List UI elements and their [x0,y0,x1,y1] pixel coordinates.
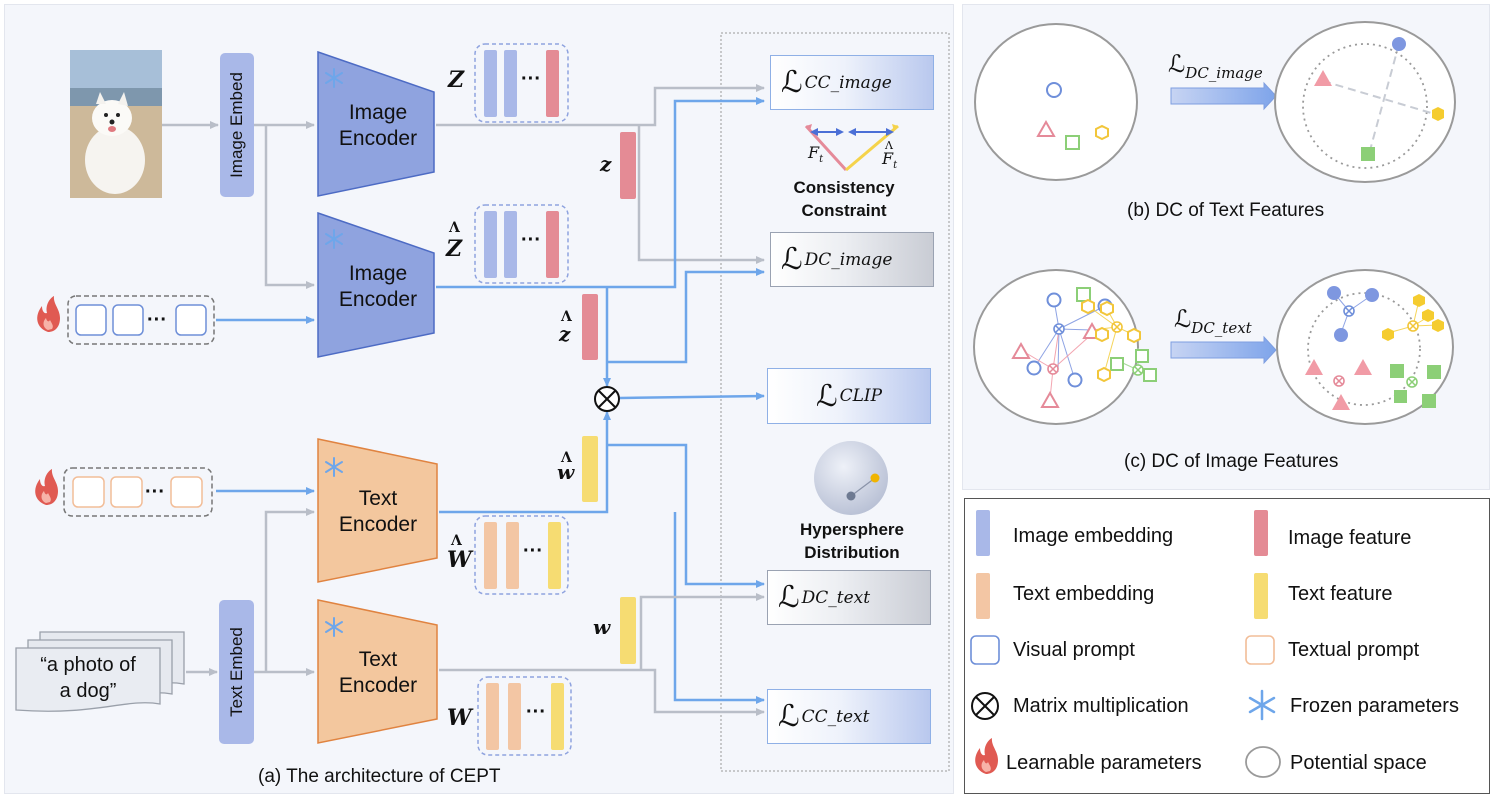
loss-subscript: DC_text [1191,318,1252,337]
legend-icons [970,510,1281,778]
loss-subscript: CLIP [839,386,883,406]
f-letter: F [882,149,894,168]
legend-frozen-parameters: Frozen parameters [1290,695,1459,717]
legend-matrix-multiplication: Matrix multiplication [1013,695,1189,717]
legend [964,498,1490,794]
loss-symbol: ℒ [1168,50,1186,78]
text-encoder-1-label: Text Encoder [338,487,418,536]
legend-learnable-parameters: Learnable parameters [1006,752,1202,774]
loss-subscript: CC_image [804,72,892,93]
ellipsis: ··· [521,68,541,90]
image-encoder-2-label: Image Encoder [338,262,418,311]
text-embedding-swatch [976,573,990,619]
flame-icon [37,296,60,332]
legend-text-feature: Text feature [1288,583,1393,605]
text-embed-label: Text Embed [226,627,246,717]
loss-symbol: ℒ [815,378,838,414]
text-encoder-bottom [317,599,438,744]
hypersphere-icon [814,441,888,515]
hat-mark: Λ [561,309,572,325]
image-embed-box: Image Embed [220,53,254,197]
image-embedding-swatch [976,510,990,556]
hat-mark: Λ [449,220,460,236]
legend-image-feature: Image feature [1288,527,1412,549]
flame-icon [35,469,58,505]
hat-mark: Λ [451,533,462,549]
consistency-constraint-diagram [804,124,899,172]
hat-mark: Λ [885,139,893,152]
visual-prompt-swatch [970,635,1000,665]
symbol-w: w [593,615,611,639]
dc-canvas [973,21,1456,425]
ellipsis: ··· [526,701,546,723]
loss-subscript: CC_text [801,706,870,727]
consistency-constraint-label: Consistency Constraint [793,178,895,220]
loss-subscript: DC_text [801,587,871,608]
symbol-z-hat: z [559,322,571,346]
symbol-Z: Z [448,67,465,93]
prompt-text: “a photo of a dog” [40,654,136,702]
legend-text-embedding: Text embedding [1013,583,1155,605]
loss-subscript: DC_image [804,249,893,270]
image-encoder-1-label: Image Encoder [338,101,418,150]
ellipsis: ··· [145,481,165,503]
ellipsis: ··· [523,540,543,562]
symbol-z: z [600,152,612,176]
f-letter: F [808,143,820,162]
dog-photo [70,50,162,198]
f-subscript: t [893,160,898,172]
hypersphere-distribution-label: Hypersphere Distribution [800,520,904,562]
image-feature-swatch [1254,510,1268,556]
image-encoder-bottom [317,211,435,358]
panel-a-caption: (a) The architecture of CEPT [258,766,501,787]
snowflake-icon [325,68,343,88]
text-encoder-top [317,438,438,583]
image-embed-label: Image Embed [227,72,246,178]
loss-symbol: ℒ [1174,305,1192,333]
f-t-label: Ft [808,143,823,165]
loss-symbol: ℒ [781,242,803,277]
snowflake-icon [325,229,343,249]
snowflake-icon [325,457,343,477]
f-hat-t-label: Ft [882,149,897,171]
image-encoder-top [317,50,435,197]
dc-image-arrow-label: ℒDC_image [1168,50,1263,82]
symbol-W-hat: W [447,547,472,573]
loss-symbol: ℒ [778,699,800,734]
panel-c-caption: (c) DC of Image Features [1124,451,1339,472]
loss-symbol: ℒ [778,580,800,615]
legend-image-embedding: Image embedding [1013,525,1174,547]
legend-visual-prompt: Visual prompt [1013,639,1135,661]
symbol-w-hat: w [557,460,575,484]
text-feature-swatch [1254,573,1268,619]
loss-subscript: DC_image [1185,63,1263,82]
text-prompt-document [15,631,185,712]
snowflake-icon [325,617,343,637]
legend-textual-prompt: Textual prompt [1288,639,1420,661]
matrix-multiplication-icon [594,386,620,412]
loss-container [720,32,950,772]
panel-b-caption: (b) DC of Text Features [1127,200,1325,221]
text-embed-box: Text Embed [219,600,254,744]
loss-symbol: ℒ [781,65,803,100]
symbol-W: W [447,705,472,731]
legend-potential-space: Potential space [1290,752,1427,774]
textual-prompt-swatch [1245,635,1275,665]
ellipsis: ··· [521,229,541,251]
f-subscript: t [819,154,824,166]
text-encoder-2-label: Text Encoder [338,648,418,697]
hat-mark: Λ [561,450,572,466]
symbol-Z-hat: Z [446,236,463,262]
ellipsis: ··· [147,309,167,331]
dc-text-arrow-label: ℒDC_text [1174,305,1252,337]
